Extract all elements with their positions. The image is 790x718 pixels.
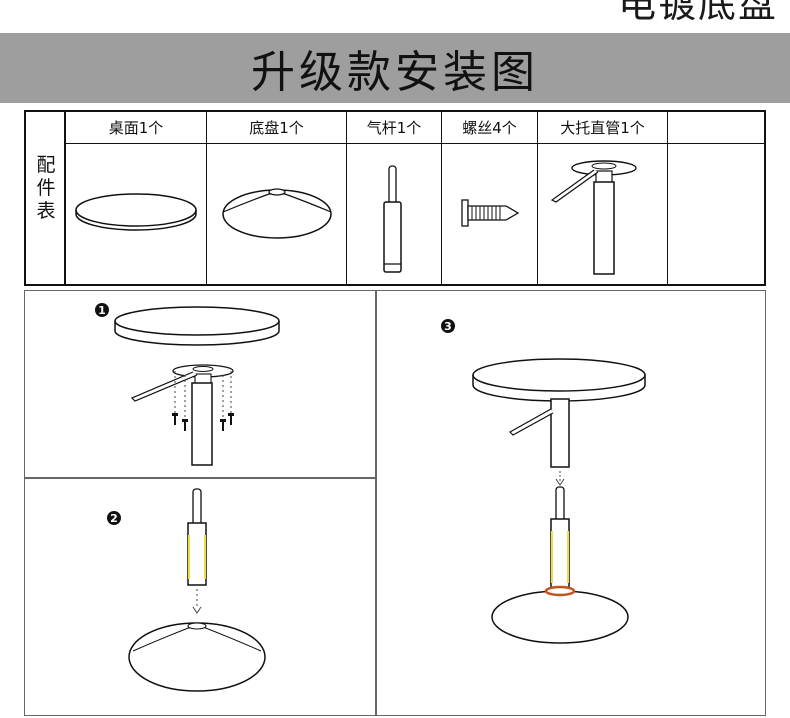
parts-table: 配件表 桌面1个 底盘1个 气杆1个 <box>24 110 766 286</box>
banner: 升级款安装图 <box>0 33 790 103</box>
step-1-illustration <box>105 301 295 471</box>
parts-header-base-plate: 底盘1个 <box>207 112 346 144</box>
banner-title: 升级款安装图 <box>251 47 539 98</box>
parts-header-support-tube: 大托直管1个 <box>538 112 667 144</box>
parts-column-base-plate: 底盘1个 <box>207 112 347 284</box>
parts-side-label: 配件表 <box>26 112 66 284</box>
parts-side-label-text: 配件表 <box>36 154 56 222</box>
gas-rod-icon <box>347 144 441 284</box>
parts-column-screw: 螺丝4个 <box>442 112 538 284</box>
step-divider-horizontal <box>25 477 375 479</box>
base-plate-icon <box>207 144 346 284</box>
assembly-steps: 1 2 <box>24 290 766 716</box>
step-3-illustration <box>465 355 665 645</box>
screw-icon <box>442 144 537 284</box>
parts-header-empty <box>668 112 764 144</box>
parts-header-tabletop: 桌面1个 <box>66 112 206 144</box>
parts-column-empty <box>668 112 764 284</box>
parts-column-support-tube: 大托直管1个 <box>538 112 668 284</box>
step-divider-vertical <box>375 291 377 715</box>
parts-column-gas-rod: 气杆1个 <box>347 112 442 284</box>
step-2-illustration <box>125 481 275 711</box>
parts-column-tabletop: 桌面1个 <box>66 112 207 284</box>
parts-header-gas-rod: 气杆1个 <box>347 112 441 144</box>
tabletop-icon <box>66 144 206 284</box>
step-3-number: 3 <box>441 319 455 333</box>
step-2-number: 2 <box>107 511 121 525</box>
page-top-title: 电镀底盘 <box>617 0 778 22</box>
step-1-number: 1 <box>95 303 109 317</box>
parts-header-screw: 螺丝4个 <box>442 112 537 144</box>
support-tube-icon <box>538 144 667 284</box>
